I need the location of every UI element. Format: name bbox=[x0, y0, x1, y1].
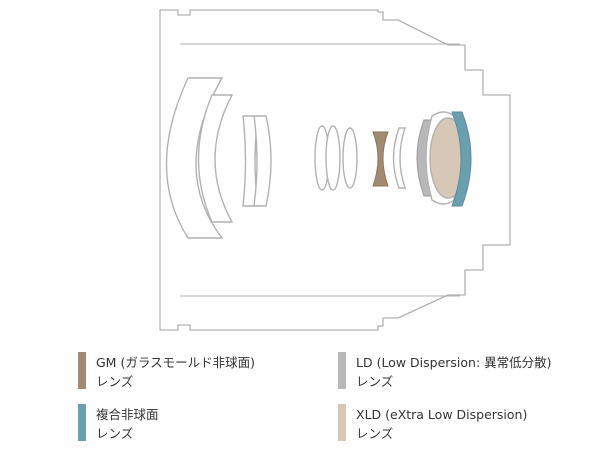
legend-ld-label: LD (Low Dispersion: 異常低分散) bbox=[356, 355, 552, 370]
front-meniscus-lens-2 bbox=[197, 94, 234, 223]
legend-xld-sub: レンズ bbox=[356, 426, 394, 441]
composite-swatch bbox=[78, 404, 86, 441]
small-meniscus-lens bbox=[392, 127, 406, 189]
lens-barrel-outline bbox=[159, 9, 511, 331]
gm-aspherical-lens bbox=[372, 131, 389, 187]
gm-swatch bbox=[78, 352, 86, 389]
legend-composite-sub: レンズ bbox=[96, 426, 134, 441]
middle-lens-2 bbox=[325, 125, 341, 191]
xld-swatch bbox=[338, 404, 346, 441]
legend-ld-sub: レンズ bbox=[356, 374, 394, 389]
middle-lens-3 bbox=[342, 127, 358, 189]
lens-construction-diagram bbox=[159, 9, 511, 331]
legend-gm-label: GM (ガラスモールド非球面) bbox=[96, 355, 255, 370]
legend-xld-label: XLD (eXtra Low Dispersion) bbox=[356, 407, 528, 422]
lens-group-2-element-2 bbox=[253, 115, 272, 207]
composite-aspherical-lens bbox=[451, 111, 472, 207]
legend-composite-label: 複合非球面 bbox=[96, 407, 159, 422]
ld-swatch bbox=[338, 352, 346, 389]
legend-gm-sub: レンズ bbox=[96, 374, 134, 389]
